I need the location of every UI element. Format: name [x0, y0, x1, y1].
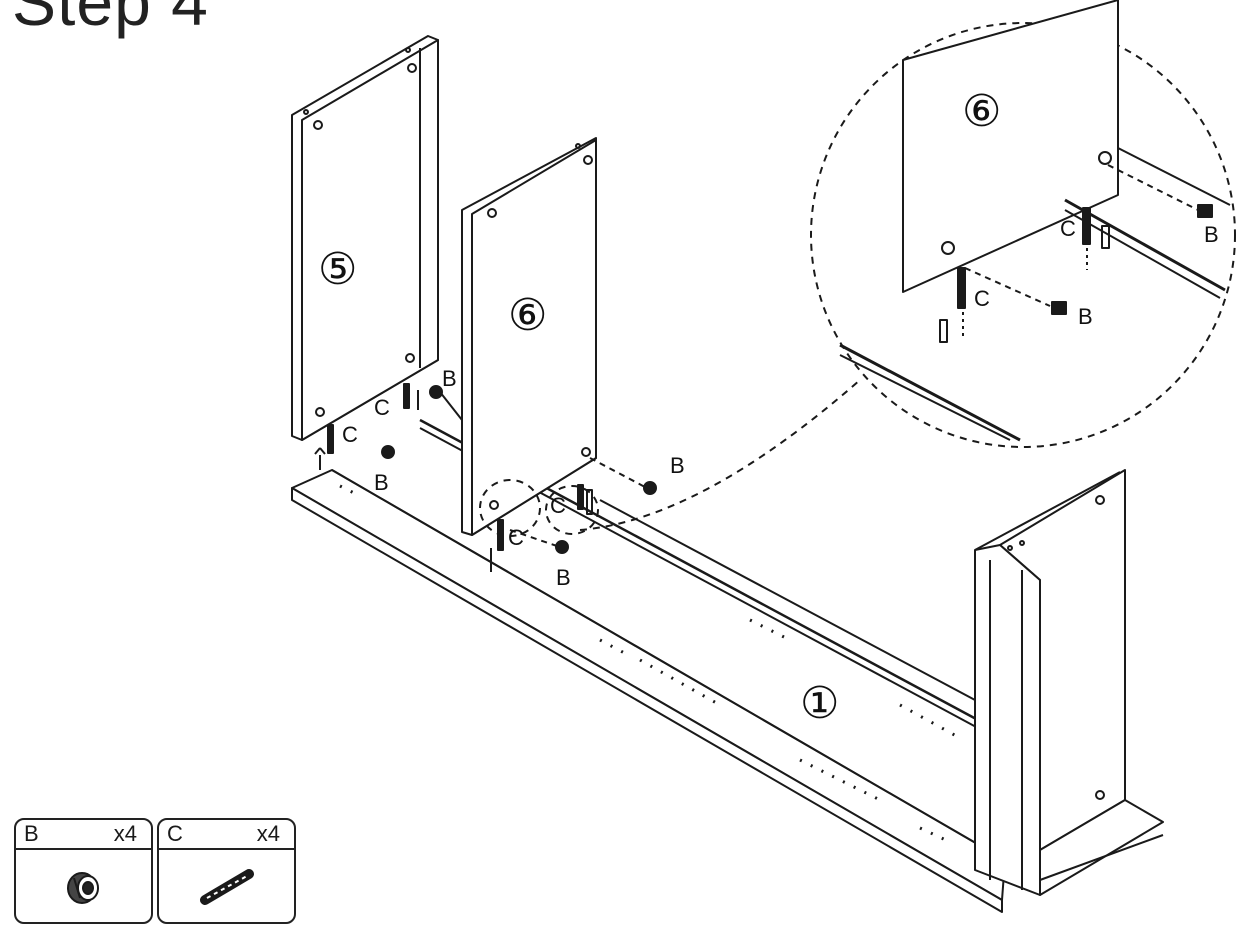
hardware-legend-c: C x4 — [157, 818, 296, 924]
label-b-detail-1: B — [1078, 304, 1093, 329]
detail-callout — [479, 22, 1236, 537]
right-side-panel — [974, 469, 1164, 896]
part-number-base: ① — [800, 679, 839, 728]
label-c-left-1: C — [374, 395, 390, 420]
hardware-legend-b: B x4 — [14, 818, 153, 924]
label-b-middle-1: B — [670, 453, 685, 478]
hardware-code: C — [167, 821, 183, 846]
detail-view — [839, 0, 1231, 442]
label-c-middle-1: C — [508, 525, 524, 550]
hardware-code: B — [24, 821, 39, 846]
label-c-detail-2: C — [1060, 216, 1076, 241]
part-number-left-panel: ⑤ — [318, 245, 357, 294]
hardware-quantity: x4 — [113, 821, 137, 846]
cam-lock-icon — [67, 872, 99, 904]
left-panel — [291, 35, 463, 470]
label-c-detail-1: C — [974, 286, 990, 311]
part-number-detail-panel: ⑥ — [962, 87, 1001, 136]
label-b-left-1: B — [442, 366, 457, 391]
wooden-dowel-icon — [200, 869, 254, 905]
part-number-middle-panel: ⑥ — [508, 291, 547, 340]
middle-panel — [461, 137, 657, 572]
step-title: Step 4 — [12, 0, 209, 39]
label-b-left-2: B — [374, 470, 389, 495]
label-b-middle-2: B — [556, 565, 571, 590]
label-c-middle-2: C — [550, 493, 566, 518]
label-b-detail-2: B — [1204, 222, 1219, 247]
label-c-left-2: C — [342, 422, 358, 447]
hardware-quantity: x4 — [256, 821, 280, 846]
